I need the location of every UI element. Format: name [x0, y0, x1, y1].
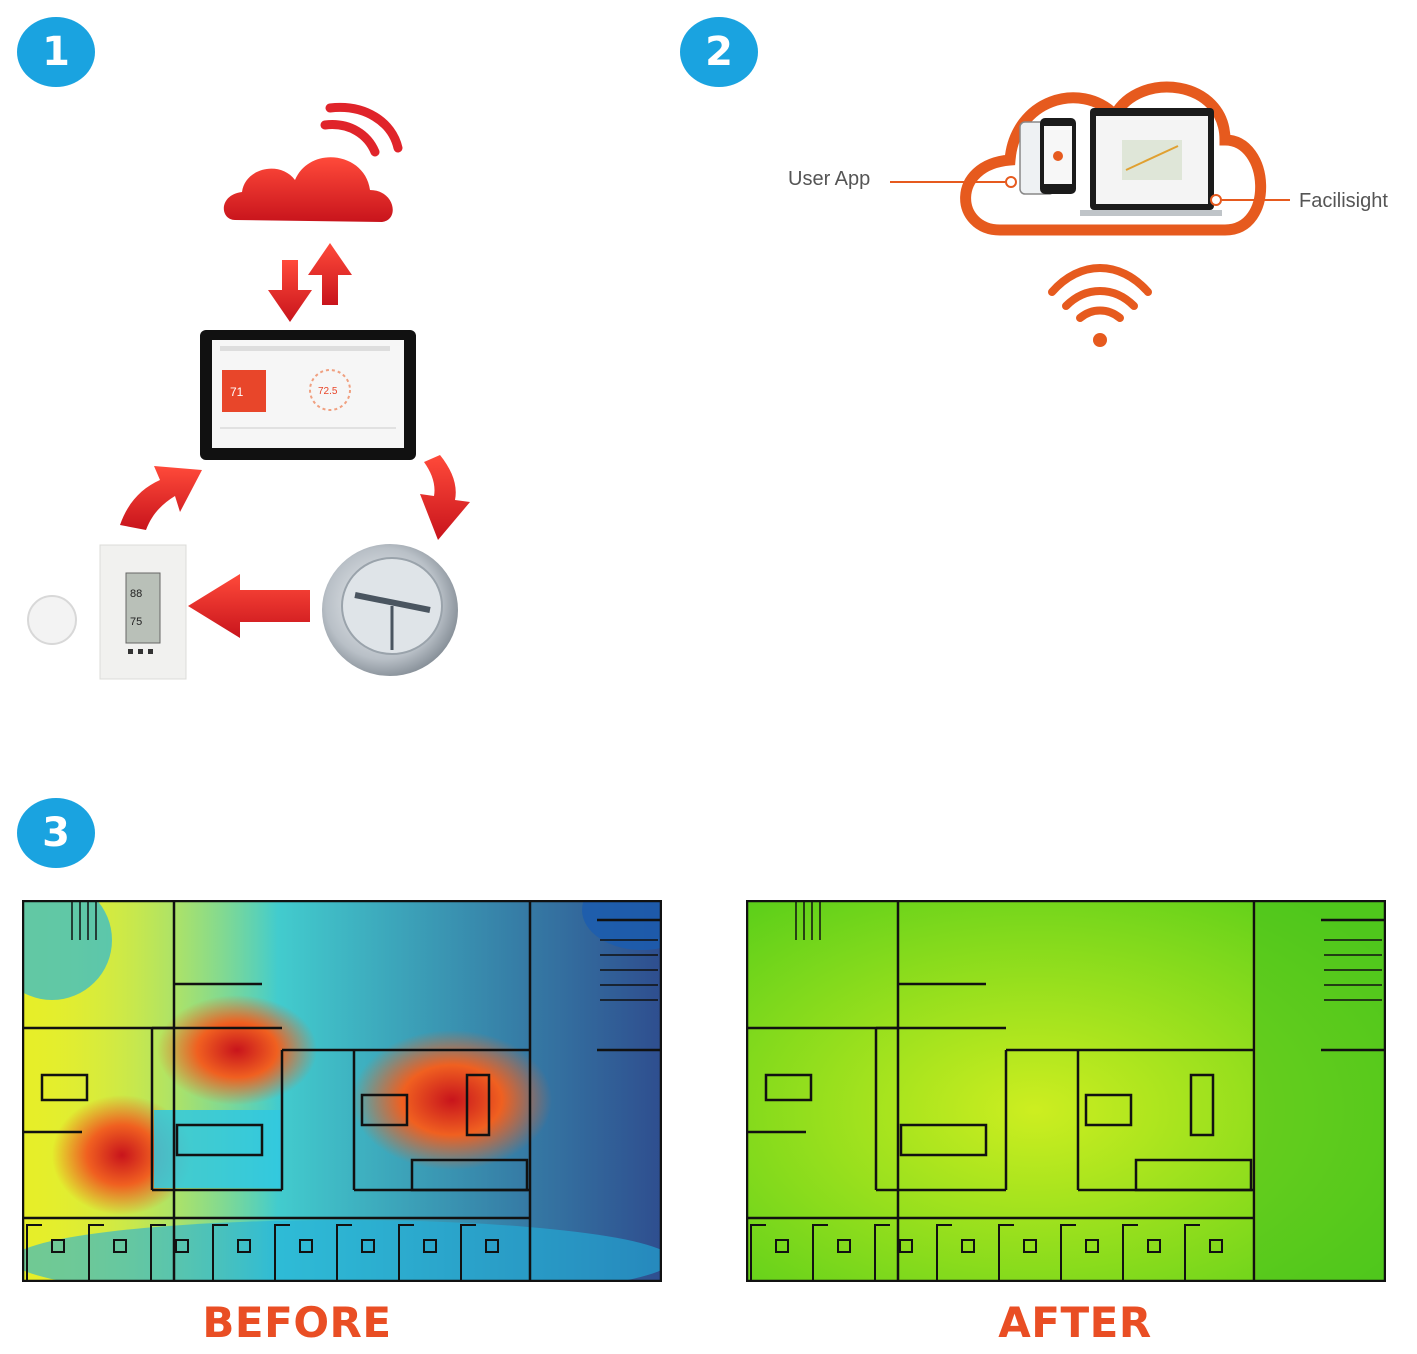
system-loop-diagram: 71 72.5 88 75: [27, 102, 470, 680]
cubicle-row: [750, 1224, 1223, 1282]
step-1-badge: 1: [17, 17, 95, 87]
cubicle-row: [26, 1224, 499, 1282]
stairs-icon: [795, 902, 1382, 1001]
arrow-to-thermostat-icon: [188, 574, 310, 638]
tablet-temp-left: 71: [230, 385, 244, 399]
cloud-icon: [223, 157, 393, 222]
damper-duct: [322, 544, 458, 676]
floorplan-walls: [22, 900, 662, 1282]
user-app-label: User App: [788, 168, 871, 190]
step-2-badge: 2: [680, 17, 758, 87]
step-3-badge: 3: [17, 798, 95, 868]
cloud-apps-diagram: [890, 81, 1290, 347]
tablet-controller: 71 72.5: [200, 330, 416, 460]
thermostat-reading-1: 88: [130, 588, 142, 600]
arrow-to-tablet-icon: [120, 466, 202, 530]
facilisight-label: Facilisight: [1299, 190, 1388, 212]
floorplan-walls: [746, 900, 1386, 1282]
arrow-to-damper-icon: [420, 455, 470, 540]
thermostat: 88 75: [99, 544, 187, 680]
stairs-icon: [71, 902, 658, 1001]
floorplan-after: [746, 900, 1386, 1282]
occupancy-sensor: [27, 595, 77, 645]
arrow-down-icon: [268, 260, 312, 322]
wifi-icon: [320, 102, 403, 157]
tablet-temp-center: 72.5: [318, 386, 338, 397]
floorplan-before: [22, 900, 662, 1282]
wifi-icon: [1048, 264, 1152, 322]
after-caption: AFTER: [998, 1298, 1152, 1347]
before-caption: BEFORE: [202, 1298, 392, 1347]
arrow-up-icon: [308, 243, 352, 305]
thermostat-reading-2: 75: [130, 616, 142, 628]
